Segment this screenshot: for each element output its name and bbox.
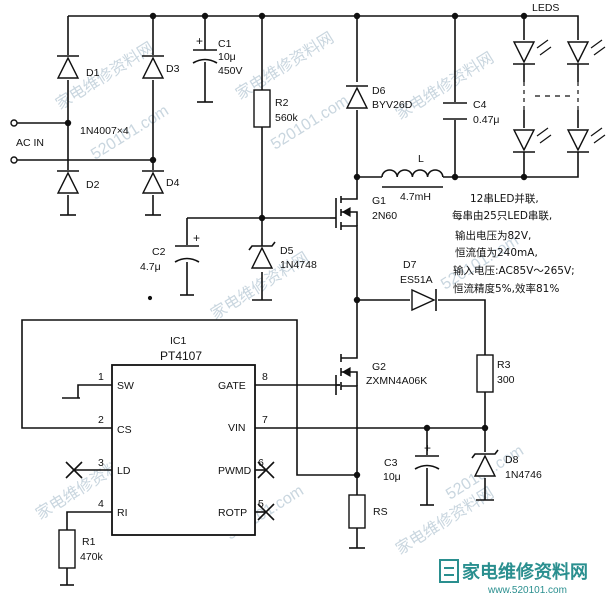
logo-text: 家电维修资料网 (462, 561, 588, 583)
capacitor-c1: + (192, 34, 218, 64)
svg-text:+: + (424, 441, 431, 455)
watermark-cn: 家电维修资料网 (393, 49, 498, 124)
label-pin-5: 5 (258, 498, 264, 510)
logo-icon (439, 559, 459, 583)
label-pin-3: 3 (98, 457, 104, 469)
component-labels: LEDS AC IN 1N4007×4 D1 D2 D3 D4 C1 10μ 4… (16, 2, 559, 563)
capacitor-c3: + (414, 441, 440, 470)
label-pin-8: 8 (262, 371, 268, 383)
resistor-r3 (476, 354, 494, 393)
label-d5-name: D5 (280, 245, 294, 257)
label-ic1-name: IC1 (170, 335, 187, 347)
label-c1-val: 10μ (218, 51, 236, 63)
label-d3: D3 (166, 63, 180, 75)
label-r3-name: R3 (497, 359, 511, 371)
label-pin-cs: CS (117, 424, 132, 436)
no-connect-marks (65, 461, 275, 521)
label-d8-val: 1N4746 (505, 469, 542, 481)
label-pin-ld: LD (117, 465, 131, 477)
resistor-rs (348, 494, 366, 529)
note-line: 每串由25只LED串联, (452, 209, 552, 222)
label-d4: D4 (166, 177, 180, 189)
label-c4-name: C4 (473, 99, 487, 111)
diode-d6 (345, 85, 369, 109)
label-rs: RS (373, 506, 388, 518)
bridge-diodes (56, 55, 165, 194)
label-ic1-part: PT4107 (160, 349, 202, 363)
watermark-cn: 家电维修资料网 (233, 29, 338, 104)
label-c2-val: 4.7μ (140, 261, 161, 273)
capacitor-c4 (443, 102, 467, 120)
ic1-pt4107 (111, 364, 256, 536)
label-d7-val: ES51A (400, 274, 433, 286)
inductor-l (381, 169, 444, 188)
label-leds: LEDS (532, 2, 559, 14)
label-c1-volt: 450V (218, 65, 243, 77)
note-line: 输出电压为82V, (455, 229, 531, 242)
note-line: 恒流精度5%,效率81% (453, 282, 559, 295)
label-pin-gate: GATE (218, 380, 246, 392)
zener-d8 (471, 449, 499, 477)
label-pin-sw: SW (117, 380, 134, 392)
capacitor-c2: + (174, 231, 200, 263)
site-logo: 家电维修资料网 www.520101.com (439, 559, 588, 596)
watermark-cn: 家电维修资料网 (393, 484, 498, 559)
label-d5-val: 1N4748 (280, 259, 317, 271)
label-r3-val: 300 (497, 374, 515, 386)
label-d8-name: D8 (505, 454, 519, 466)
mosfet-g2 (335, 352, 358, 395)
mosfet-g1 (330, 195, 358, 232)
label-pin-ri: RI (117, 507, 128, 519)
label-r1-name: R1 (82, 536, 96, 548)
label-pin-pwmd: PWMD (218, 465, 252, 477)
label-pin-rotp: ROTP (218, 507, 247, 519)
wires (10, 15, 579, 586)
label-c4-val: 0.47μ (473, 114, 500, 126)
label-c1-name: C1 (218, 38, 232, 50)
label-g1-name: G1 (372, 195, 386, 207)
label-l-val: 4.7mH (400, 191, 431, 203)
label-pin-6: 6 (258, 457, 264, 469)
label-d2: D2 (86, 179, 100, 191)
label-pin-vin: VIN (228, 422, 246, 434)
label-r2-val: 560k (275, 112, 299, 124)
junctions (64, 12, 528, 479)
logo-url: www.520101.com (487, 585, 567, 596)
label-r1-val: 470k (80, 551, 104, 563)
label-d6-name: D6 (372, 85, 386, 97)
label-l-name: L (418, 153, 424, 165)
label-d7-name: D7 (403, 259, 417, 271)
note-line: 输入电压:AC85V～265V; (453, 264, 575, 277)
svg-text:+: + (193, 231, 200, 245)
resistor-r2 (253, 89, 271, 128)
svg-text:+: + (196, 34, 203, 48)
label-d6-val: BYV26D (372, 99, 413, 111)
label-pin-7: 7 (262, 414, 268, 426)
zener-d5 (248, 240, 276, 269)
led-array (512, 39, 606, 155)
spec-notes: 12串LED并联, 每串由25只LED串联, 输出电压为82V, 恒流值为240… (452, 192, 575, 295)
note-line: 12串LED并联, (470, 192, 539, 205)
label-g2-name: G2 (372, 361, 386, 373)
diode-d7 (411, 288, 437, 312)
label-pin-1: 1 (98, 371, 104, 383)
note-line: 恒流值为240mA, (455, 246, 538, 259)
label-c3-val: 10μ (383, 471, 401, 483)
label-c3-name: C3 (384, 457, 398, 469)
label-pin-2: 2 (98, 414, 104, 426)
label-c2-name: C2 (152, 246, 166, 258)
label-bridge-note: 1N4007×4 (80, 125, 129, 137)
label-g1-val: 2N60 (372, 210, 397, 222)
label-r2-name: R2 (275, 97, 289, 109)
label-ac-in: AC IN (16, 137, 44, 149)
label-pin-4: 4 (98, 498, 104, 510)
label-d1: D1 (86, 67, 100, 79)
resistor-r1 (58, 529, 76, 569)
label-g2-val: ZXMN4A06K (366, 375, 427, 387)
